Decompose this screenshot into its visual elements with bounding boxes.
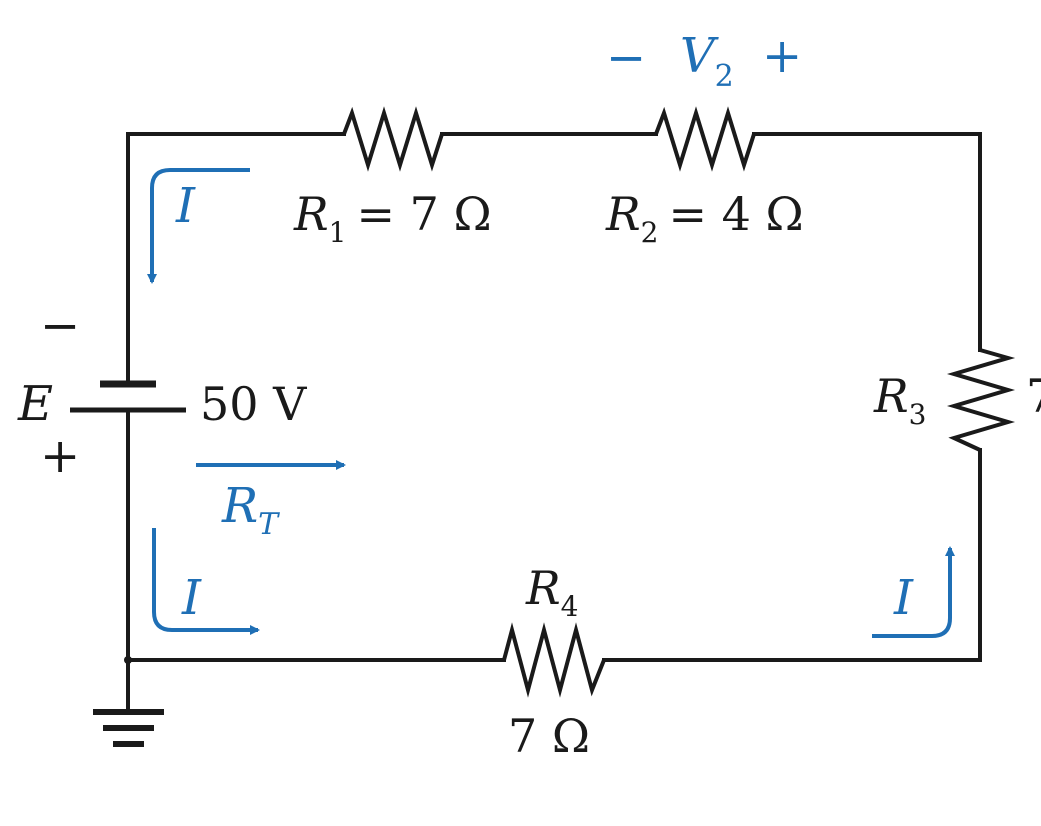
r2-label: R2 = 4 Ω <box>605 187 804 249</box>
v2-subscript: 2 <box>715 59 734 94</box>
wires <box>126 132 982 712</box>
resistor-r3-icon <box>946 348 1016 452</box>
current-label-bottom-left: I <box>181 570 202 626</box>
resistor-r2-icon <box>654 106 756 172</box>
current-label-top-left: I <box>175 178 196 234</box>
source-plus-sign: + <box>40 428 80 484</box>
r4-label: R4 <box>525 561 578 623</box>
r4-value: 7 Ω <box>508 709 590 763</box>
r2-symbol: R <box>605 187 641 241</box>
r3-value: 7 <box>1026 369 1041 423</box>
r1-subscript: 1 <box>329 216 347 249</box>
current-label-bottom-right: I <box>893 570 914 626</box>
v2-label: V2 <box>680 28 734 94</box>
current-arrow-bottom-left-icon <box>152 528 260 635</box>
r1-value: = 7 Ω <box>356 187 491 241</box>
resistor-r1-icon <box>342 106 444 172</box>
source-minus-sign: − <box>40 298 80 354</box>
rt-symbol: R <box>221 478 258 534</box>
r1-symbol: R <box>293 187 329 241</box>
r2-value: = 4 Ω <box>668 187 803 241</box>
r3-symbol: R <box>873 369 909 423</box>
ground-node-dot <box>124 656 132 664</box>
annotation-arrows <box>147 168 955 638</box>
source-symbol: E <box>17 376 53 432</box>
rt-subscript: T <box>258 507 280 542</box>
v2-symbol: V <box>680 28 719 84</box>
r2-subscript: 2 <box>641 216 659 249</box>
r4-symbol: R <box>525 561 561 615</box>
resistor-r4-icon <box>502 622 606 698</box>
r1-label: R1 = 7 Ω <box>293 187 492 249</box>
v2-minus-sign: − <box>606 30 646 86</box>
ground-icon <box>93 656 164 747</box>
r3-subscript: 3 <box>909 398 927 431</box>
r4-subscript: 4 <box>561 590 579 623</box>
r3-label: R3 <box>873 369 926 431</box>
v2-plus-sign: + <box>762 28 802 84</box>
rt-label: RT <box>221 478 280 542</box>
source-value: 50 V <box>200 377 307 431</box>
current-arrow-top-left-icon <box>147 168 250 284</box>
battery-icon <box>70 380 186 413</box>
current-arrow-bottom-right-icon <box>872 546 955 638</box>
